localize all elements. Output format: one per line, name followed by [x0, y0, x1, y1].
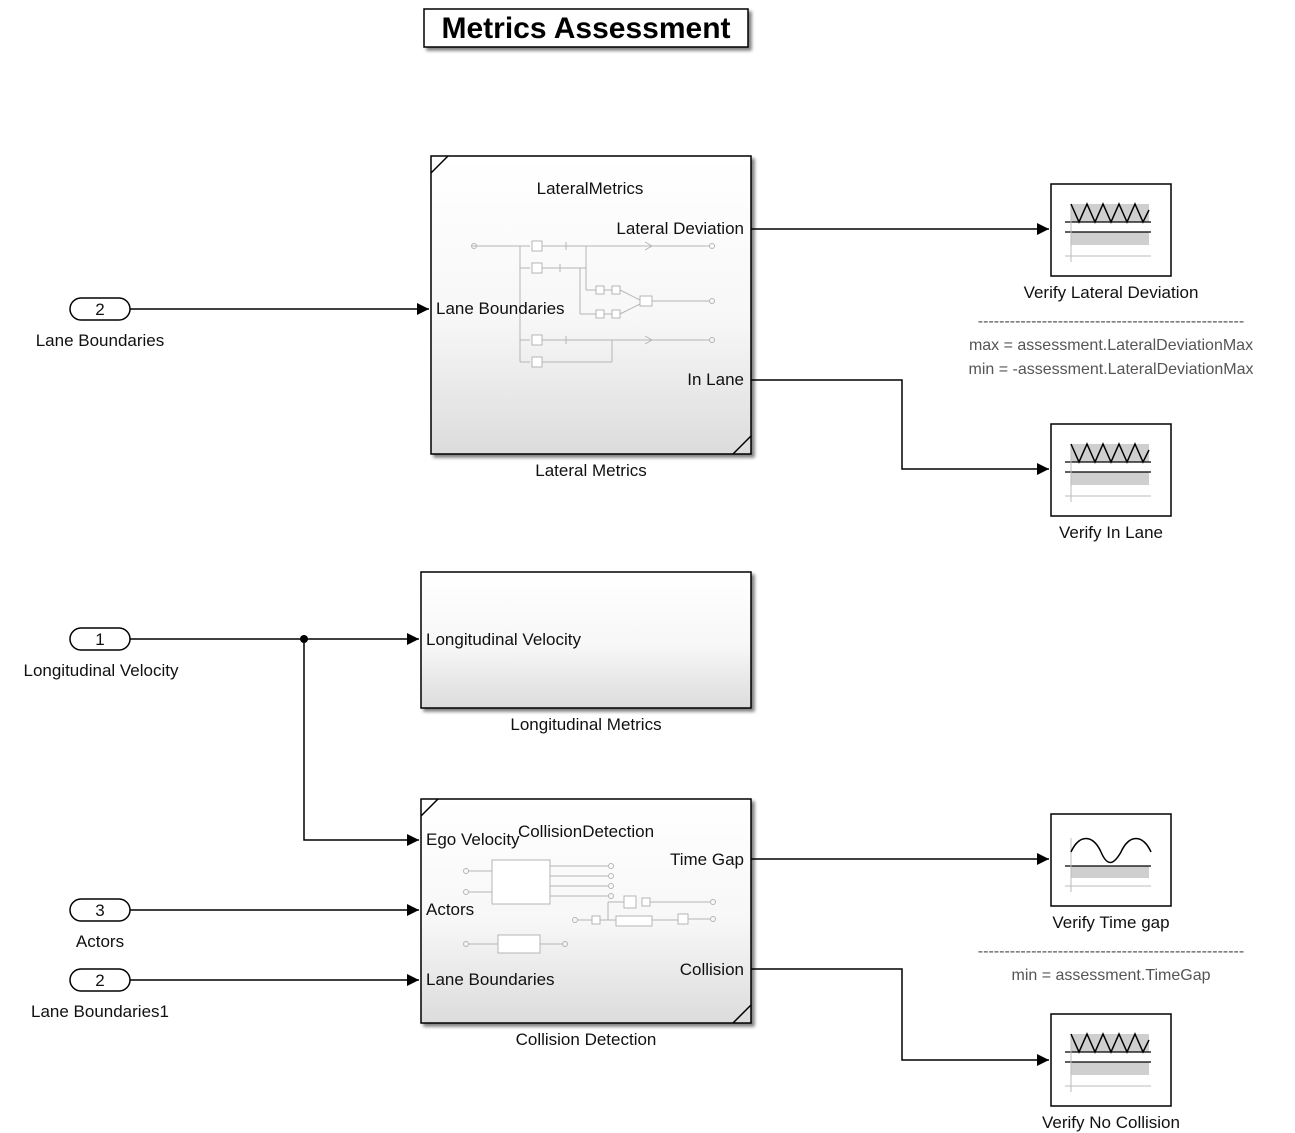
signal-line[interactable]: [751, 379, 1049, 475]
verify-params-separator: ----------------------------------------…: [978, 943, 1244, 960]
verify-label: Verify No Collision: [1042, 1113, 1180, 1132]
verify-lateral-deviation-block[interactable]: [1050, 183, 1172, 277]
inport-number: 3: [95, 901, 104, 920]
inport-label: Lane Boundaries1: [31, 1002, 169, 1021]
collision-detection-block[interactable]: CollisionDetection Ego Velocity Actors L…: [420, 798, 752, 1024]
lateral-out-port-label-1: Lateral Deviation: [616, 219, 744, 238]
inport-number: 2: [95, 971, 104, 990]
longitudinal-in-port-label: Longitudinal Velocity: [426, 630, 582, 649]
lateral-in-port-label: Lane Boundaries: [436, 299, 565, 318]
longitudinal-metrics-block[interactable]: Longitudinal Velocity: [420, 571, 752, 709]
inport-number: 1: [95, 630, 104, 649]
verify-params-separator: ----------------------------------------…: [978, 313, 1244, 330]
collision-detection-name: Collision Detection: [516, 1030, 657, 1049]
verify-in-lane-block[interactable]: [1050, 423, 1172, 517]
collision-in-port-label-1: Ego Velocity: [426, 830, 520, 849]
lateral-out-port-label-2: In Lane: [687, 370, 744, 389]
verify-param: min = assessment.TimeGap: [1011, 967, 1210, 984]
inport-label: Longitudinal Velocity: [23, 661, 179, 680]
verify-time-gap-block[interactable]: [1050, 813, 1172, 907]
collision-in-port-label-2: Actors: [426, 900, 474, 919]
inport-actors[interactable]: 3: [69, 898, 131, 922]
inport-lane-boundaries[interactable]: 2: [69, 297, 131, 321]
collision-detection-inner-title: CollisionDetection: [518, 822, 654, 841]
waveform-icon: [1070, 1032, 1150, 1054]
collision-detection-preview: [463, 859, 716, 954]
signal-lines: [130, 223, 1049, 1066]
inport-longitudinal-velocity[interactable]: 1: [69, 627, 131, 651]
inport-lane-boundaries-1[interactable]: 2: [69, 968, 131, 992]
signal-line[interactable]: [751, 968, 1049, 1066]
verify-label: Verify Lateral Deviation: [1024, 283, 1199, 302]
collision-out-port-label-1: Time Gap: [670, 850, 744, 869]
verify-no-collision-block[interactable]: [1050, 1013, 1172, 1107]
inport-number: 2: [95, 300, 104, 319]
verify-label: Verify In Lane: [1059, 523, 1163, 542]
inport-label: Lane Boundaries: [36, 331, 165, 350]
verify-label: Verify Time gap: [1052, 913, 1169, 932]
diagram-title: Metrics Assessment: [441, 12, 730, 45]
lateral-metrics-name: Lateral Metrics: [535, 461, 646, 480]
longitudinal-metrics-name: Longitudinal Metrics: [510, 715, 661, 734]
verify-param: max = assessment.LateralDeviationMax: [969, 337, 1253, 354]
lateral-metrics-block[interactable]: LateralMetrics Lane Boundaries Lateral D…: [430, 155, 752, 455]
collision-in-port-label-3: Lane Boundaries: [426, 970, 555, 989]
lateral-metrics-inner-title: LateralMetrics: [537, 179, 644, 198]
lateral-metrics-preview: [471, 240, 715, 368]
diagram-title-box: Metrics Assessment: [423, 8, 749, 48]
waveform-icon: [1070, 837, 1152, 864]
signal-line[interactable]: [303, 639, 419, 846]
collision-out-port-label-2: Collision: [680, 960, 744, 979]
inport-label: Actors: [76, 932, 124, 951]
verify-param: min = -assessment.LateralDeviationMax: [968, 361, 1253, 378]
waveform-icon: [1070, 442, 1150, 464]
waveform-icon: [1070, 202, 1150, 224]
